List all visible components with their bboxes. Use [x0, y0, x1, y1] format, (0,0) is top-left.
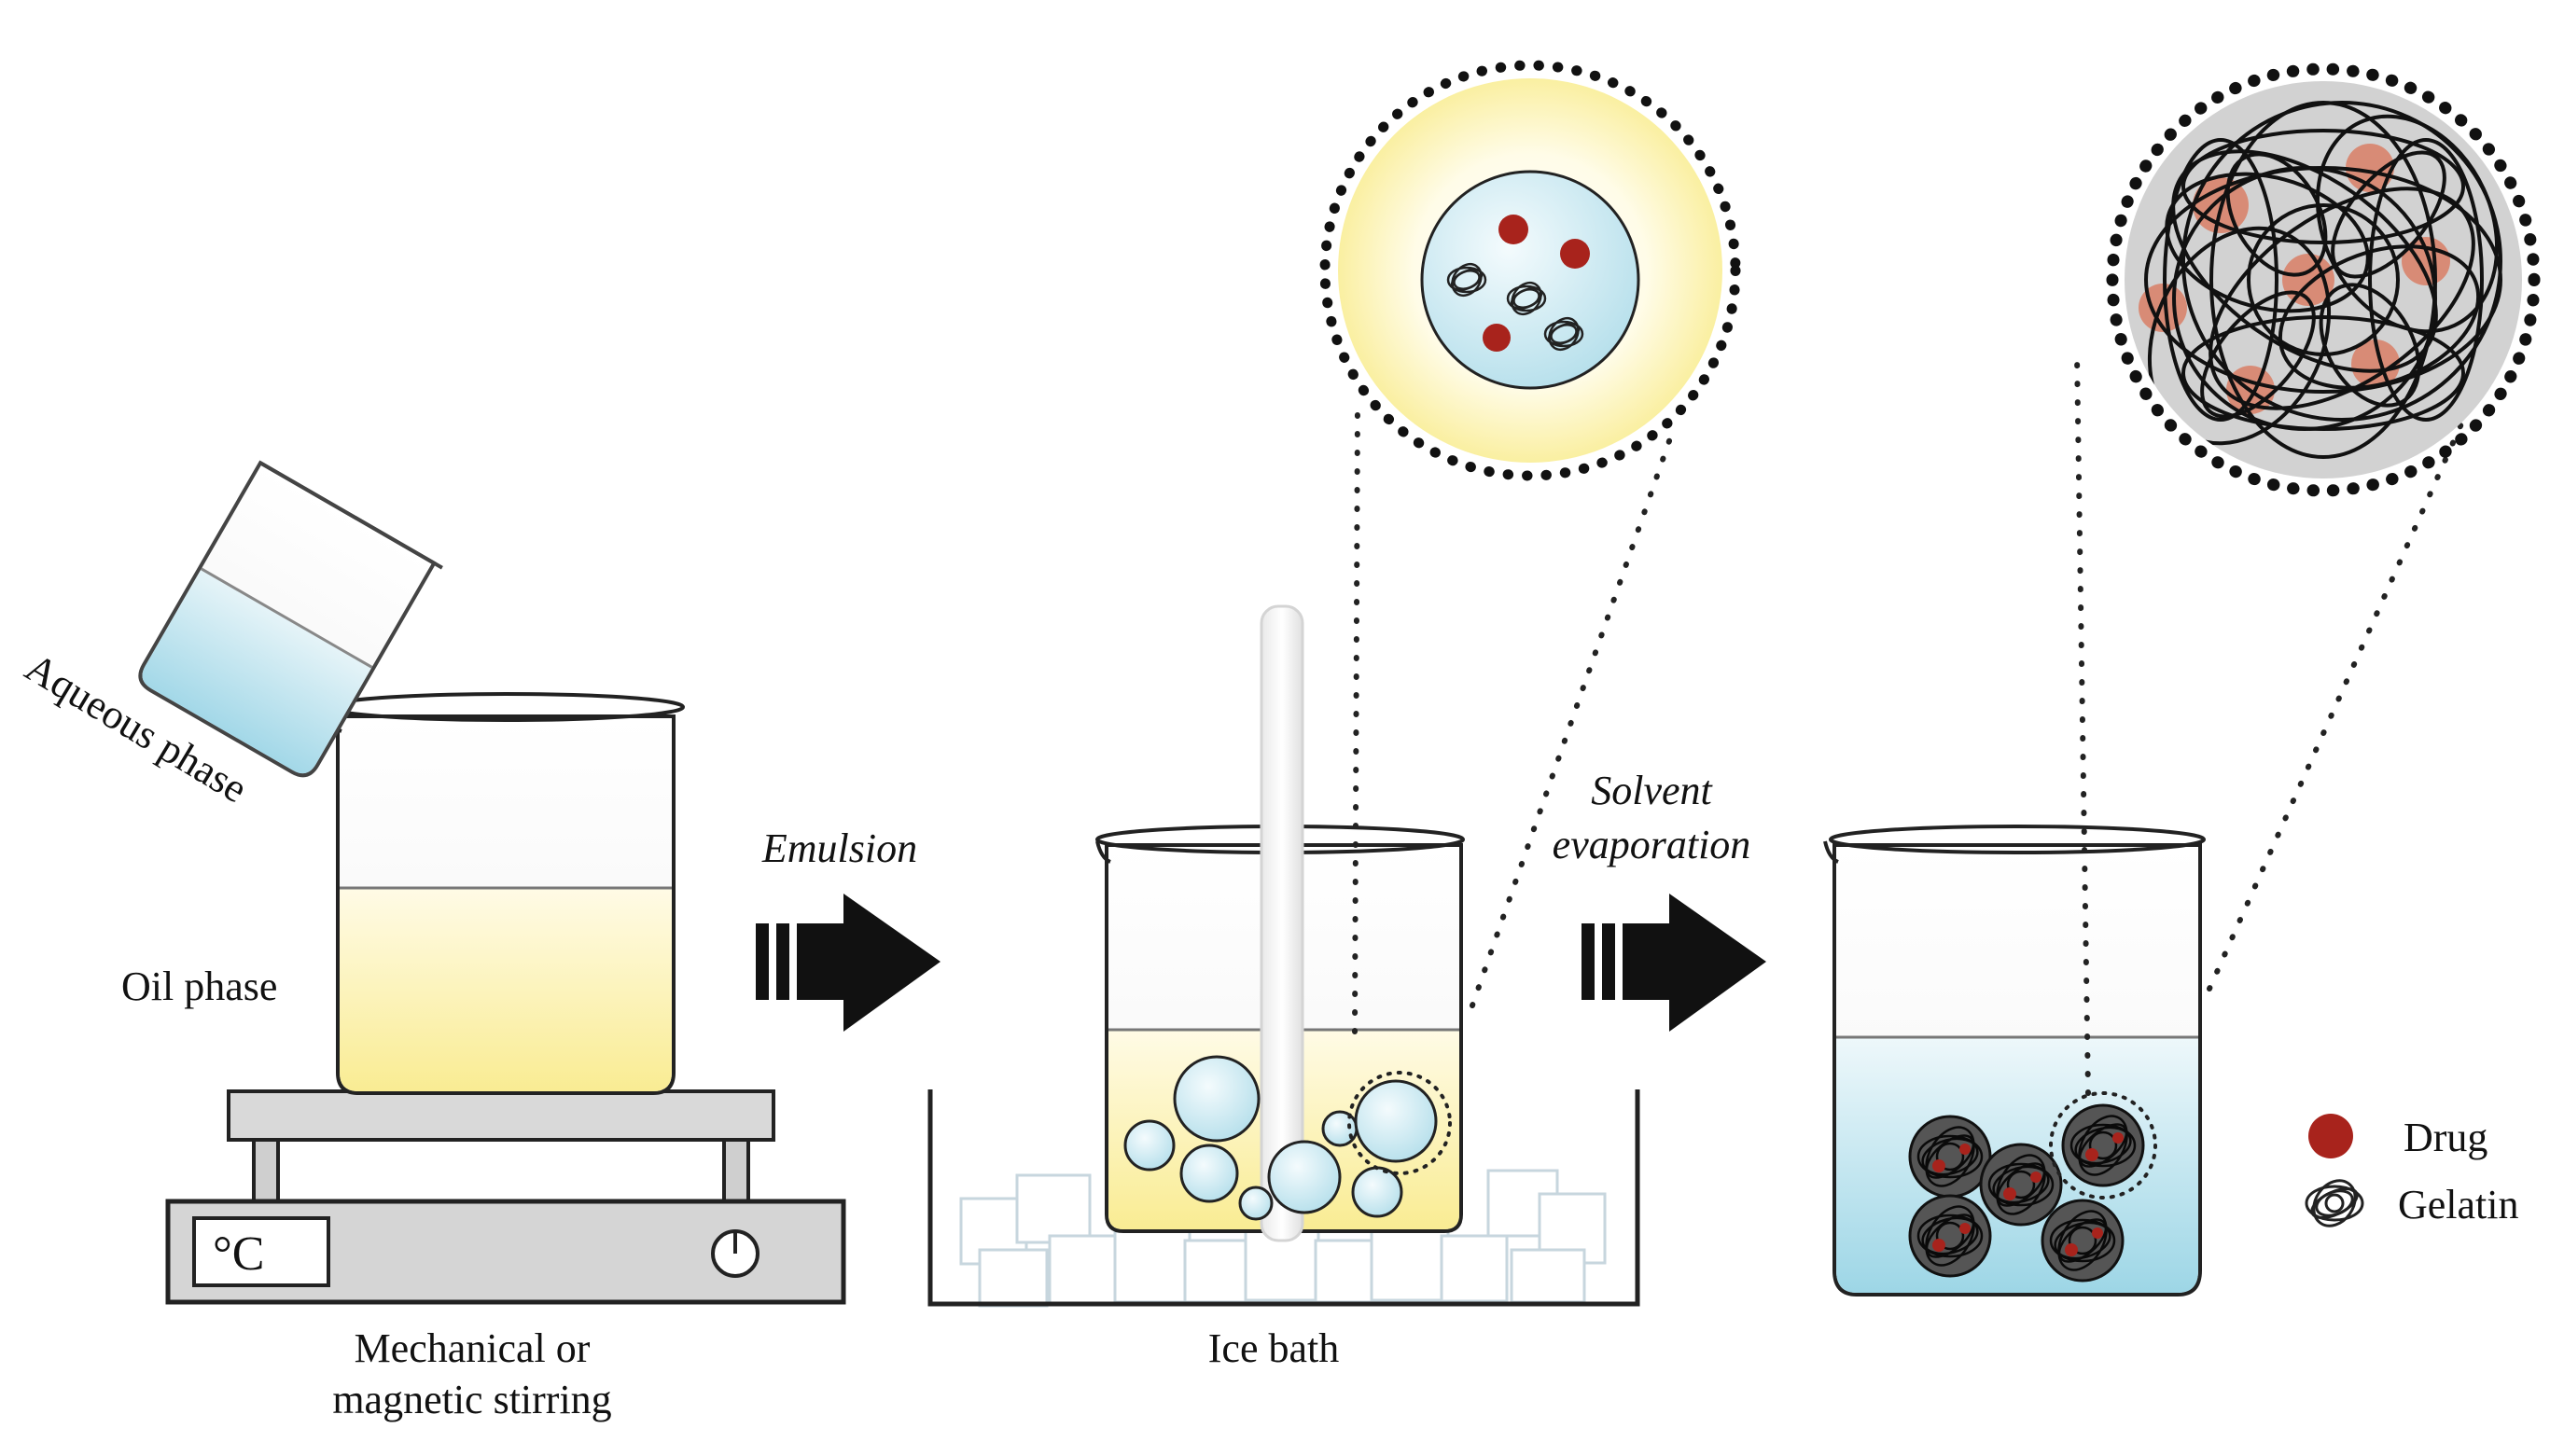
ice-bath-label: Ice bath	[1208, 1325, 1339, 1371]
gelatin-coils	[1446, 262, 1584, 352]
legend: Drug Gelatin	[2305, 1114, 2519, 1227]
drug-legend-icon	[2308, 1114, 2353, 1158]
stirring-rod	[1260, 604, 1304, 1242]
legend-gelatin-label: Gelatin	[2398, 1182, 2519, 1227]
zoom-indicator-microsphere	[2049, 1091, 2157, 1199]
thermostat-display	[192, 1216, 330, 1287]
microspheres	[1908, 1103, 2145, 1283]
solvent-label-line1: Solvent	[1591, 768, 1713, 813]
stirring-label-line2: magnetic stirring	[332, 1377, 611, 1422]
legend-item-gelatin: Gelatin	[2305, 1179, 2519, 1227]
drug-dot	[1498, 215, 1528, 244]
stirring-label-line1: Mechanical or	[355, 1325, 591, 1371]
legend-item-drug: Drug	[2308, 1114, 2487, 1160]
oil-phase-label: Oil phase	[121, 964, 277, 1009]
emulsion-label: Emulsion	[761, 825, 917, 871]
drug-dot	[1560, 239, 1590, 269]
ice-bath-container	[927, 1089, 1640, 1307]
emulsion-arrow-icon	[756, 894, 941, 1032]
thermostat-label: °C	[213, 1227, 264, 1281]
emulsion-droplets	[1123, 1055, 1438, 1221]
evaporation-arrow-icon	[1582, 894, 1766, 1032]
ice-cubes	[959, 1169, 1607, 1308]
drug-dot	[1483, 324, 1511, 352]
legend-drug-label: Drug	[2404, 1115, 2487, 1160]
zoom-indicator-droplet	[1347, 1071, 1452, 1175]
zoom-view-droplet	[1319, 60, 1741, 481]
hotplate: °C	[165, 1089, 846, 1305]
zoom-view-microsphere	[2106, 62, 2541, 497]
solvent-label-line2: evaporation	[1553, 822, 1751, 867]
aqueous-phase-beaker	[138, 460, 443, 778]
oil-phase-beaker	[327, 692, 685, 1095]
gelatin-legend-icon	[2305, 1179, 2364, 1227]
